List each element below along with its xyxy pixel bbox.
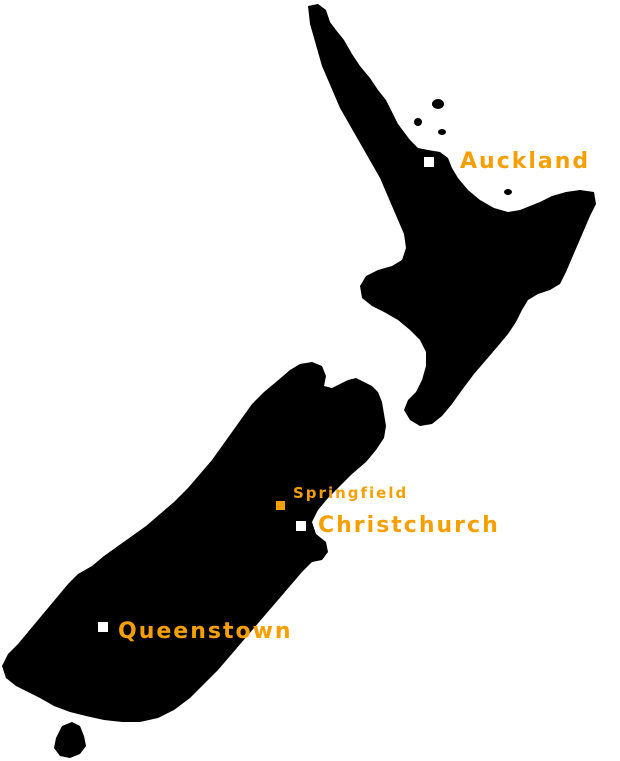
island-great-barrier — [432, 99, 444, 109]
stewart-island-landmass — [54, 722, 86, 758]
island-little-barrier — [414, 118, 422, 126]
north-island-landmass — [308, 4, 596, 426]
christchurch-label[interactable]: Christchurch — [318, 513, 500, 538]
auckland-marker[interactable] — [424, 157, 434, 167]
christchurch-marker[interactable] — [296, 521, 306, 531]
springfield-marker[interactable] — [276, 501, 285, 510]
island-bay — [504, 189, 512, 195]
island-gulf — [438, 129, 446, 135]
queenstown-marker[interactable] — [98, 622, 108, 632]
queenstown-label[interactable]: Queenstown — [118, 619, 293, 644]
auckland-label[interactable]: Auckland — [460, 149, 590, 174]
springfield-label[interactable]: Springfield — [293, 484, 408, 502]
south-island-landmass — [2, 362, 386, 722]
